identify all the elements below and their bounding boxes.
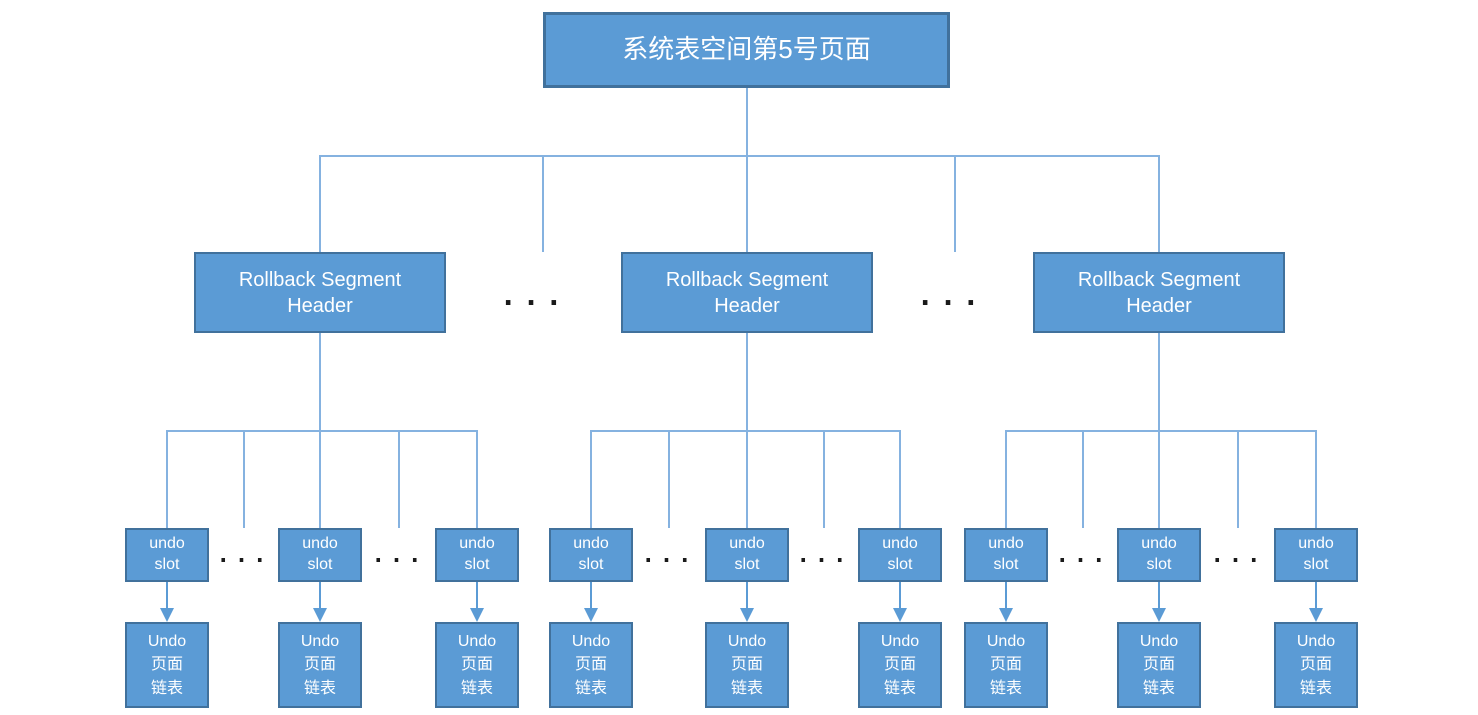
undo-slot-node: undo slot	[1274, 528, 1358, 582]
connector-line	[243, 430, 245, 528]
rollback-segment-header-node: Rollback Segment Header	[194, 252, 446, 333]
connector-l1-bus	[320, 155, 1160, 157]
arrow-line	[899, 582, 901, 610]
connector-line	[398, 430, 400, 528]
arrow-down-icon	[313, 608, 327, 622]
connector-line	[746, 155, 748, 252]
connector-l2-bus	[591, 430, 900, 432]
arrow-down-icon	[740, 608, 754, 622]
connector-line	[668, 430, 670, 528]
connector-line	[166, 430, 168, 528]
arrow-line	[746, 582, 748, 610]
rollback-segment-header-node: Rollback Segment Header	[621, 252, 873, 333]
undo-slot-node: undo slot	[278, 528, 362, 582]
connector-line	[1082, 430, 1084, 528]
arrow-line	[166, 582, 168, 610]
undo-slot-node: undo slot	[435, 528, 519, 582]
connector-line	[1158, 430, 1160, 528]
arrow-line	[1315, 582, 1317, 610]
undo-page-list-node: Undo 页面 链表	[125, 622, 209, 708]
arrow-line	[1158, 582, 1160, 610]
undo-slot-node: undo slot	[705, 528, 789, 582]
connector-l2-bus	[167, 430, 477, 432]
undo-page-list-node: Undo 页面 链表	[858, 622, 942, 708]
arrow-line	[319, 582, 321, 610]
connector-line	[1005, 430, 1007, 528]
arrow-line	[590, 582, 592, 610]
connector-l2-bus	[1006, 430, 1316, 432]
undo-slot-node: undo slot	[125, 528, 209, 582]
connector-line	[590, 430, 592, 528]
connector-root-stem	[746, 88, 748, 155]
undo-page-list-node: Undo 页面 链表	[1117, 622, 1201, 708]
arrow-down-icon	[1152, 608, 1166, 622]
arrow-down-icon	[999, 608, 1013, 622]
arrow-down-icon	[470, 608, 484, 622]
connector-line	[954, 155, 956, 252]
connector-line	[1158, 155, 1160, 252]
connector-line	[1315, 430, 1317, 528]
undo-slot-node: undo slot	[1117, 528, 1201, 582]
undo-page-list-node: Undo 页面 链表	[435, 622, 519, 708]
undo-page-list-node: Undo 页面 链表	[964, 622, 1048, 708]
arrow-line	[1005, 582, 1007, 610]
arrow-down-icon	[893, 608, 907, 622]
connector-line	[542, 155, 544, 252]
connector-group-stem	[746, 333, 748, 430]
connector-line	[319, 155, 321, 252]
undo-page-list-node: Undo 页面 链表	[278, 622, 362, 708]
system-tablespace-page-node: 系统表空间第5号页面	[543, 12, 950, 88]
undo-page-list-node: Undo 页面 链表	[549, 622, 633, 708]
arrow-line	[476, 582, 478, 610]
undo-slot-node: undo slot	[964, 528, 1048, 582]
connector-line	[746, 430, 748, 528]
connector-line	[823, 430, 825, 528]
connector-line	[899, 430, 901, 528]
undo-slot-node: undo slot	[858, 528, 942, 582]
undo-page-list-node: Undo 页面 链表	[705, 622, 789, 708]
connector-line	[1237, 430, 1239, 528]
connector-group-stem	[1158, 333, 1160, 430]
connector-group-stem	[319, 333, 321, 430]
undo-page-list-node: Undo 页面 链表	[1274, 622, 1358, 708]
undo-slot-node: undo slot	[549, 528, 633, 582]
arrow-down-icon	[1309, 608, 1323, 622]
arrow-down-icon	[584, 608, 598, 622]
connector-line	[476, 430, 478, 528]
connector-line	[319, 430, 321, 528]
arrow-down-icon	[160, 608, 174, 622]
rollback-segment-header-node: Rollback Segment Header	[1033, 252, 1285, 333]
